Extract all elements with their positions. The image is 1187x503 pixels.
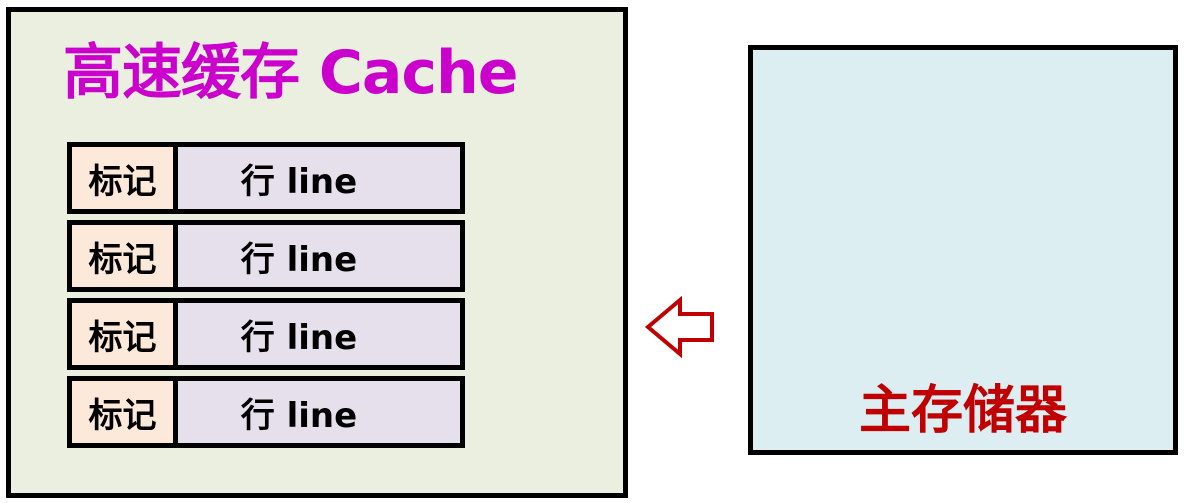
main-memory-label: 主存储器 (858, 381, 1067, 441)
line-cell: 行 line (178, 381, 460, 443)
left-arrow-icon (644, 295, 714, 359)
cache-row: 标记 行 line (67, 220, 465, 292)
line-cell: 行 line (178, 147, 460, 209)
cache-box: 高速缓存 Cache 标记 行 line 标记 行 line 标记 行 line… (6, 7, 628, 498)
tag-cell: 标记 (72, 147, 178, 209)
main-memory-box: 主存储器 (748, 45, 1178, 455)
tag-cell: 标记 (72, 225, 178, 287)
arrow-shape (644, 295, 714, 359)
tag-cell: 标记 (72, 381, 178, 443)
line-cell: 行 line (178, 303, 460, 365)
tag-cell: 标记 (72, 303, 178, 365)
line-cell: 行 line (178, 225, 460, 287)
cache-row: 标记 行 line (67, 142, 465, 214)
cache-row: 标记 行 line (67, 298, 465, 370)
cache-row: 标记 行 line (67, 376, 465, 448)
cache-title: 高速缓存 Cache (63, 38, 518, 108)
